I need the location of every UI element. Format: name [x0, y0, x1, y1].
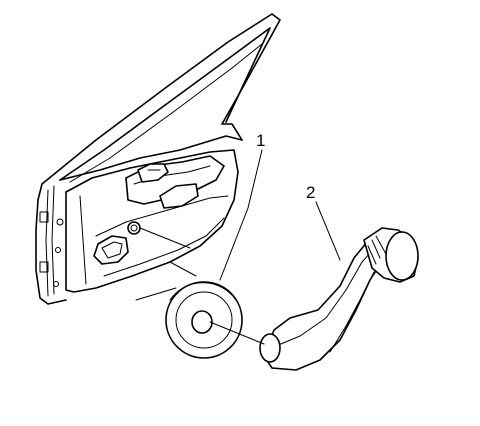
part-2-window-regulator-handle — [259, 227, 419, 371]
bezel-to-handle-line — [209, 321, 265, 345]
leader-lines — [135, 149, 341, 345]
callout-number-2: 2 — [306, 183, 315, 202]
callout-2-leader — [315, 201, 341, 261]
shaft-alignment-line-lower — [135, 287, 177, 301]
callout-number-1: 1 — [256, 131, 265, 150]
front-door-assembly — [35, 13, 281, 305]
shaft-alignment-line — [139, 227, 191, 249]
part-1-window-handle-bezel — [165, 281, 243, 359]
panel-to-bezel-line — [169, 261, 197, 277]
callout-1-leader — [219, 149, 263, 281]
